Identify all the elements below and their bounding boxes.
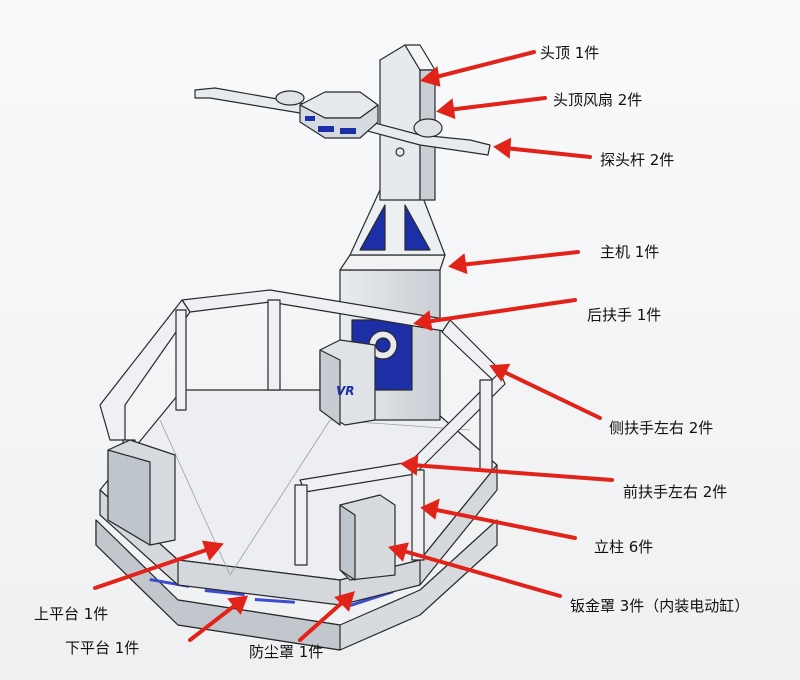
label-head-top: 头顶 1件 bbox=[540, 44, 600, 62]
label-upper-platform: 上平台 1件 bbox=[34, 605, 109, 623]
sheet-metal-covers bbox=[107, 439, 396, 581]
vr-seat bbox=[319, 339, 376, 426]
seat-logo: VR bbox=[336, 384, 355, 398]
label-rear-handrail: 后扶手 1件 bbox=[587, 306, 662, 324]
label-dust-cover: 防尘罩 1件 bbox=[249, 643, 324, 661]
head-assembly bbox=[194, 87, 491, 156]
label-front-handrail: 前扶手左右 2件 bbox=[623, 483, 728, 501]
label-pillar: 立柱 6件 bbox=[594, 538, 654, 556]
label-side-handrail: 侧扶手左右 2件 bbox=[609, 419, 714, 437]
label-sheet-metal-cover: 钣金罩 3件（内装电动缸） bbox=[570, 597, 750, 615]
label-head-fan: 头顶风扇 2件 bbox=[553, 91, 643, 109]
handrails bbox=[99, 289, 506, 566]
leader-arrows bbox=[93, 50, 614, 642]
label-lower-platform: 下平台 1件 bbox=[65, 639, 140, 657]
label-probe-rod: 探头杆 2件 bbox=[600, 151, 675, 169]
label-main-unit: 主机 1件 bbox=[600, 243, 660, 261]
